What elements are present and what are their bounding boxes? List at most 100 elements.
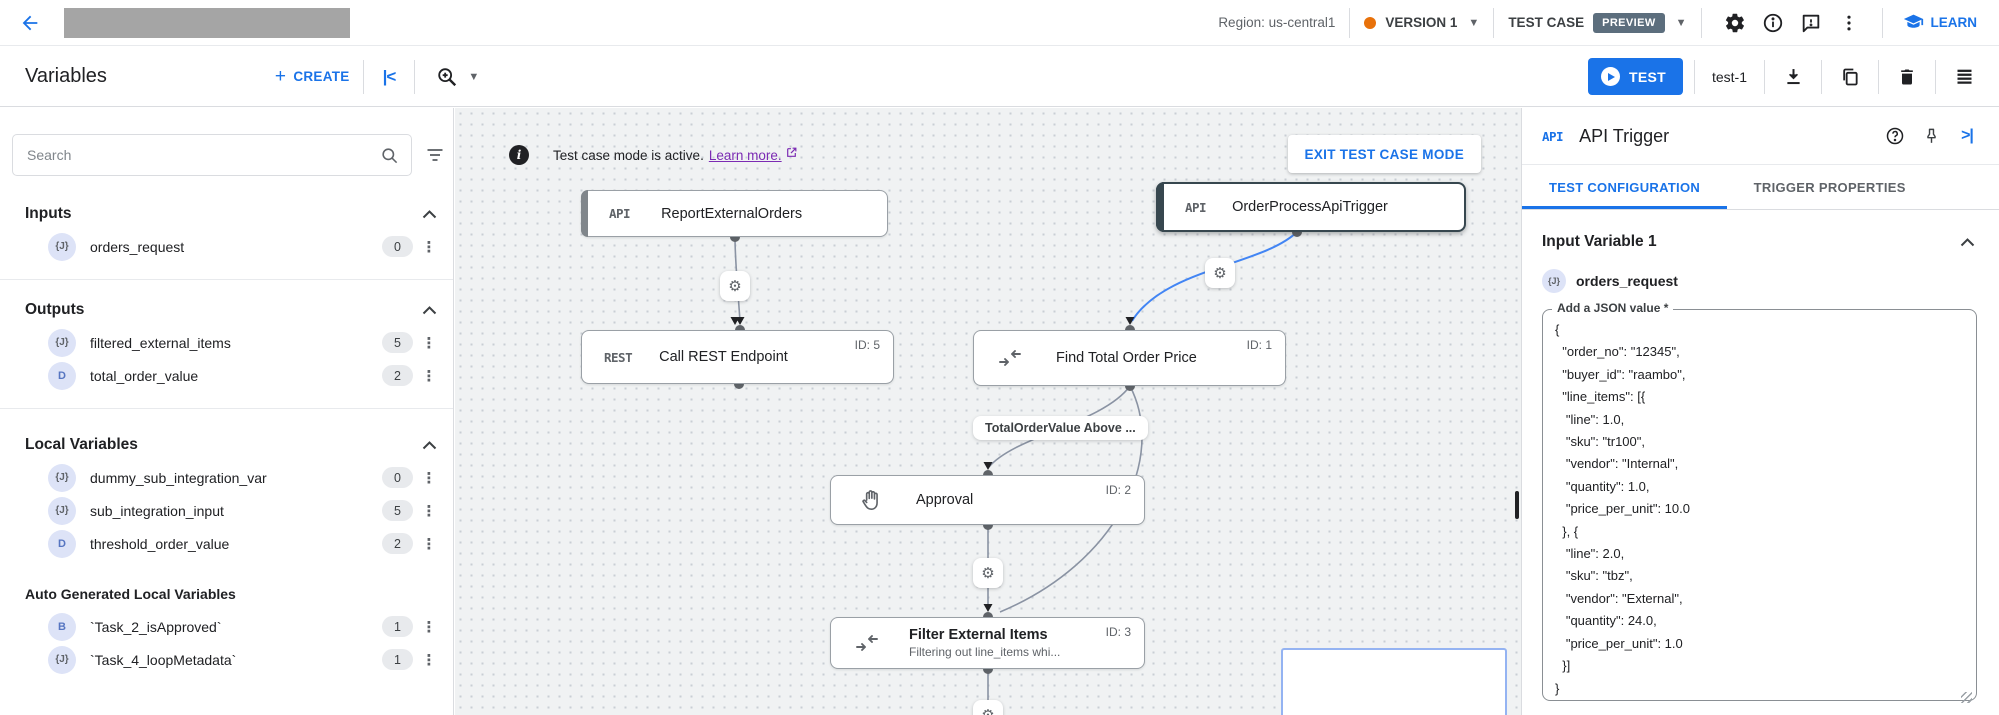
data-mapping-icon bbox=[998, 349, 1022, 367]
collapse-variables-panel-icon[interactable]: |< bbox=[382, 66, 397, 86]
variable-menu-icon[interactable]: ⋮ bbox=[421, 469, 437, 487]
usage-count-badge: 2 bbox=[382, 365, 413, 386]
canvas-zoom-control[interactable]: ▼ bbox=[428, 66, 487, 88]
info-icon[interactable] bbox=[1754, 4, 1792, 42]
variable-row[interactable]: {J} sub_integration_input 5 ⋮ bbox=[0, 494, 453, 527]
divider bbox=[1881, 7, 1883, 38]
node-subtitle: Filtering out line_items whi... bbox=[909, 645, 1061, 659]
version-status-dot bbox=[1364, 16, 1377, 29]
node-report-external-orders[interactable]: API ReportExternalOrders bbox=[581, 190, 888, 237]
textarea-resize-handle[interactable] bbox=[1961, 692, 1972, 703]
variable-menu-icon[interactable]: ⋮ bbox=[421, 367, 437, 385]
variable-menu-icon[interactable]: ⋮ bbox=[421, 535, 437, 553]
variable-row[interactable]: {J} orders_request 0 ⋮ bbox=[0, 230, 453, 263]
variable-name: dummy_sub_integration_var bbox=[90, 469, 267, 486]
chevron-down-icon: ▼ bbox=[1675, 16, 1687, 29]
json-field-label: Add a JSON value * bbox=[1552, 301, 1674, 315]
edge-gear-icon[interactable]: ⚙ bbox=[973, 558, 1003, 588]
variable-menu-icon[interactable]: ⋮ bbox=[421, 502, 437, 520]
back-arrow-icon[interactable] bbox=[16, 9, 44, 37]
logs-menu-icon[interactable] bbox=[1947, 60, 1981, 94]
node-title: OrderProcessApiTrigger bbox=[1232, 199, 1388, 215]
tab-trigger-properties[interactable]: TRIGGER PROPERTIES bbox=[1753, 179, 1906, 195]
edge-gear-icon[interactable]: ⚙ bbox=[1205, 258, 1235, 288]
node-title: Approval bbox=[916, 492, 974, 508]
node-type-label: REST bbox=[604, 349, 633, 365]
settings-gear-icon[interactable] bbox=[1716, 4, 1754, 42]
json-type-icon: {J} bbox=[48, 463, 76, 492]
play-icon bbox=[1601, 67, 1620, 86]
learn-button[interactable]: LEARN bbox=[1903, 12, 1977, 33]
node-approval[interactable]: Approval ID: 2 bbox=[830, 475, 1145, 525]
chevron-up-icon bbox=[1960, 237, 1975, 247]
feedback-icon[interactable] bbox=[1792, 4, 1830, 42]
json-type-icon: {J} bbox=[48, 645, 76, 674]
variable-row[interactable]: {J} filtered_external_items 5 ⋮ bbox=[0, 326, 453, 359]
canvas-scrollbar[interactable] bbox=[1515, 491, 1519, 519]
tab-test-configuration[interactable]: TEST CONFIGURATION bbox=[1522, 165, 1728, 209]
variable-row[interactable]: D total_order_value 2 ⋮ bbox=[0, 359, 453, 392]
info-icon: i bbox=[509, 145, 529, 165]
variable-row[interactable]: D threshold_order_value 2 ⋮ bbox=[0, 527, 453, 560]
version-label: VERSION 1 bbox=[1385, 15, 1458, 30]
download-icon[interactable] bbox=[1776, 60, 1810, 94]
pin-icon[interactable] bbox=[1913, 118, 1949, 154]
json-value-textarea[interactable]: { "order_no": "12345", "buyer_id": "raam… bbox=[1542, 309, 1977, 701]
inputs-section-header[interactable]: Inputs bbox=[0, 198, 453, 230]
test-case-selector[interactable]: TEST CASE PREVIEW ▼ bbox=[1508, 12, 1687, 33]
workflow-canvas[interactable]: i Test case mode is active. Learn more. … bbox=[455, 108, 1521, 715]
variable-menu-icon[interactable]: ⋮ bbox=[421, 618, 437, 636]
delete-icon[interactable] bbox=[1890, 60, 1924, 94]
divider bbox=[1693, 59, 1695, 94]
search-input[interactable] bbox=[13, 147, 380, 163]
node-order-process-api-trigger[interactable]: API OrderProcessApiTrigger bbox=[1156, 182, 1466, 232]
node-filter-external-items[interactable]: Filter External Items Filtering out line… bbox=[830, 617, 1145, 669]
chevron-down-icon: ▼ bbox=[468, 70, 480, 83]
panel-variable-row: {J} orders_request bbox=[1542, 269, 1975, 293]
node-title: ReportExternalOrders bbox=[661, 205, 803, 222]
panel-title: API Trigger bbox=[1579, 125, 1670, 146]
variable-row[interactable]: {J} `Task_4_loopMetadata` 1 ⋮ bbox=[0, 643, 453, 676]
usage-count-badge: 5 bbox=[382, 500, 413, 521]
selection-box bbox=[1281, 648, 1507, 715]
variable-menu-icon[interactable]: ⋮ bbox=[421, 238, 437, 256]
auto-generated-title: Auto Generated Local Variables bbox=[25, 586, 236, 602]
outputs-section-header[interactable]: Outputs bbox=[0, 294, 453, 326]
help-icon[interactable] bbox=[1877, 118, 1913, 154]
variable-menu-icon[interactable]: ⋮ bbox=[421, 334, 437, 352]
variable-name: filtered_external_items bbox=[90, 334, 231, 351]
sort-variables-icon[interactable] bbox=[425, 146, 445, 164]
version-selector[interactable]: VERSION 1 ▼ bbox=[1364, 15, 1479, 30]
node-call-rest-endpoint[interactable]: REST Call REST Endpoint ID: 5 bbox=[581, 330, 894, 384]
learn-more-link[interactable]: Learn more. bbox=[708, 147, 782, 163]
divider bbox=[1493, 7, 1495, 38]
zoom-in-icon bbox=[438, 67, 457, 86]
more-options-icon[interactable] bbox=[1830, 4, 1868, 42]
chevron-up-icon bbox=[422, 209, 437, 219]
variable-menu-icon[interactable]: ⋮ bbox=[421, 651, 437, 669]
divider bbox=[1878, 59, 1879, 94]
collapse-panel-icon[interactable]: >| bbox=[1961, 127, 1974, 144]
test-case-name[interactable]: test-1 bbox=[1711, 68, 1747, 85]
create-variable-button[interactable]: + CREATE bbox=[275, 66, 350, 88]
local-variables-section-header[interactable]: Local Variables bbox=[0, 429, 453, 461]
edge-gear-icon[interactable]: ⚙ bbox=[973, 700, 1003, 715]
json-value-field: Add a JSON value * { "order_no": "12345"… bbox=[1542, 301, 1977, 706]
node-id: ID: 3 bbox=[1105, 625, 1131, 639]
test-button[interactable]: TEST bbox=[1588, 58, 1683, 95]
variable-name: threshold_order_value bbox=[90, 535, 230, 552]
duplicate-icon[interactable] bbox=[1833, 60, 1867, 94]
node-title: Find Total Order Price bbox=[1056, 350, 1197, 366]
node-title: Filter External Items bbox=[909, 627, 1048, 643]
input-variable-section-header[interactable]: Input Variable 1 bbox=[1542, 233, 1975, 251]
variable-row[interactable]: {J} dummy_sub_integration_var 0 ⋮ bbox=[0, 461, 453, 494]
variable-name: `Task_2_isApproved` bbox=[90, 618, 222, 635]
outputs-title: Outputs bbox=[25, 301, 85, 318]
divider bbox=[0, 408, 453, 409]
variable-row[interactable]: B `Task_2_isApproved` 1 ⋮ bbox=[0, 610, 453, 643]
edge-condition-label[interactable]: TotalOrderValue Above ... bbox=[973, 416, 1148, 440]
node-find-total-order-price[interactable]: Find Total Order Price ID: 1 bbox=[973, 330, 1286, 386]
edge-gear-icon[interactable]: ⚙ bbox=[720, 271, 750, 301]
variables-sidebar: Inputs {J} orders_request 0 ⋮ Outputs {J… bbox=[0, 108, 454, 715]
exit-test-case-mode-button[interactable]: EXIT TEST CASE MODE bbox=[1287, 135, 1481, 173]
